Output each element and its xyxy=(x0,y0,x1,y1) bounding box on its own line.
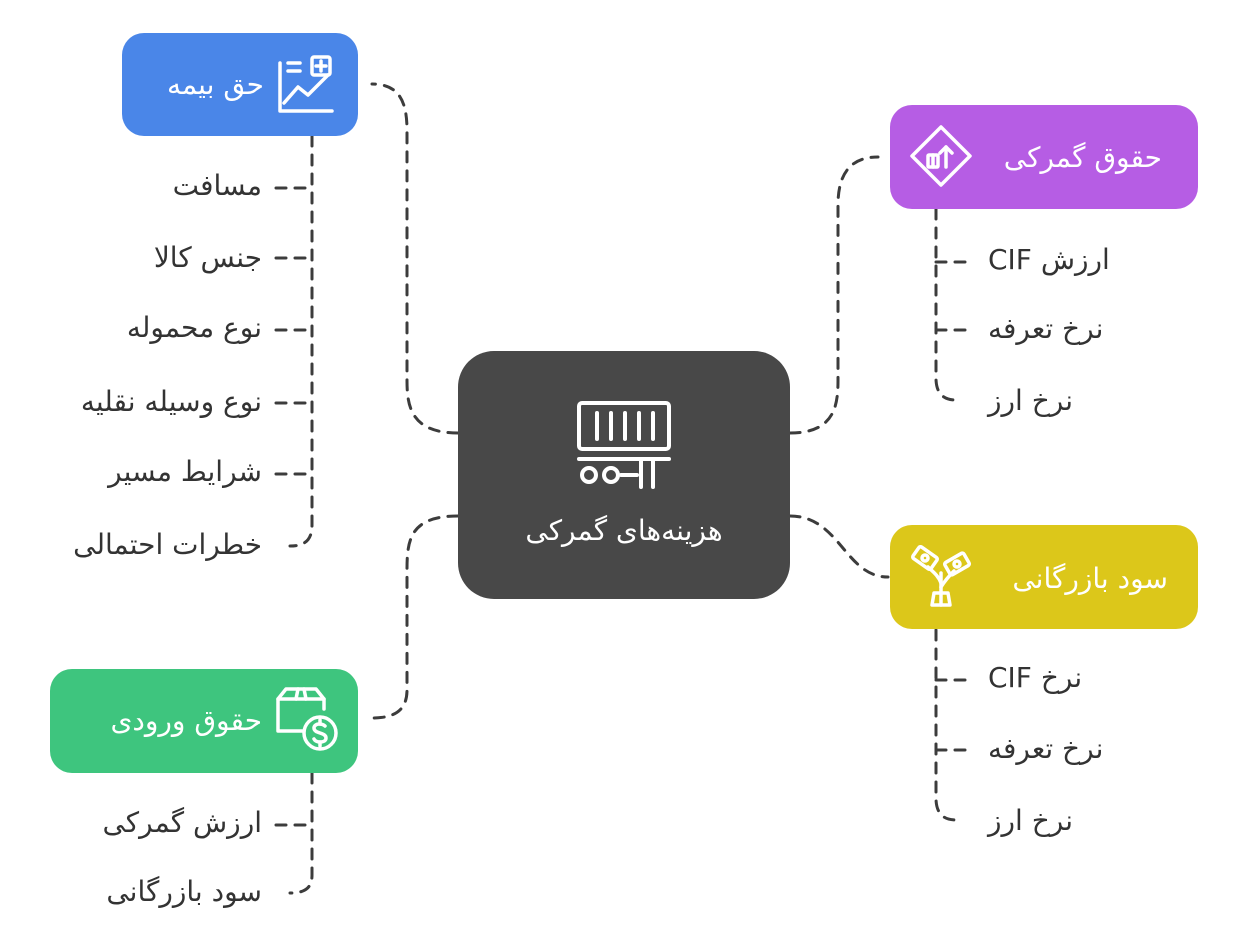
diamond-arrow-icon xyxy=(910,125,972,187)
box-dollar-icon xyxy=(276,687,338,751)
insurance-item-shipment-type: نوع محموله xyxy=(126,311,262,344)
insurance-item-potential-risks: خطرات احتمالی xyxy=(73,528,262,561)
insurance-item-distance: مسافت xyxy=(172,169,262,202)
branch-node-commercial-profit: سود بازرگانی xyxy=(890,525,1198,629)
connector-center-insurance xyxy=(370,82,460,435)
connector-center-entry-duties xyxy=(370,514,460,720)
connector-center-customs-duties xyxy=(788,155,880,435)
branch-title-commercial-profit: سود بازرگانی xyxy=(1012,562,1168,595)
chart-plus-icon xyxy=(278,55,334,113)
center-node: هزینه‌های گمرکی xyxy=(458,351,790,599)
customs-duties-item-cif-value: CIF ارزش xyxy=(988,243,1110,276)
money-plant-icon xyxy=(911,544,972,607)
connector-center-commercial-profit xyxy=(788,514,890,579)
commercial-profit-item-cif-rate: CIF نرخ xyxy=(988,661,1083,694)
customs-duties-item-tariff-rate: نرخ تعرفه xyxy=(988,312,1104,345)
insurance-item-route-conditions: شرایط مسیر xyxy=(108,455,262,488)
branch-node-entry-duties: حقوق ورودی xyxy=(50,669,358,773)
branch-title-insurance: حق بیمه xyxy=(166,68,264,101)
commercial-profit-item-exchange-rate: نرخ ارز xyxy=(988,804,1074,837)
customs-duties-item-exchange-rate: نرخ ارز xyxy=(988,384,1074,417)
commercial-profit-item-tariff-rate: نرخ تعرفه xyxy=(988,732,1104,765)
connector-entry-duties-trunk xyxy=(288,771,314,895)
entry-duties-item-customs-value: ارزش گمرکی xyxy=(102,806,262,839)
branch-node-insurance: حق بیمه xyxy=(122,33,358,136)
branch-title-customs-duties: حقوق گمرکی xyxy=(1003,141,1162,174)
branch-node-customs-duties: حقوق گمرکی xyxy=(890,105,1198,209)
connector-customs-duties-trunk xyxy=(934,207,958,402)
center-title: هزینه‌های گمرکی xyxy=(525,514,723,547)
container-cart-icon xyxy=(577,401,671,489)
branch-title-entry-duties: حقوق ورودی xyxy=(110,704,262,737)
insurance-item-vehicle-type: نوع وسیله نقلیه xyxy=(80,385,262,418)
entry-duties-item-commercial-profit: سود بازرگانی xyxy=(106,875,262,908)
connector-commercial-profit-trunk xyxy=(934,628,958,822)
insurance-item-goods-material: جنس کالا xyxy=(153,241,262,274)
connector-insurance-trunk xyxy=(288,134,314,548)
